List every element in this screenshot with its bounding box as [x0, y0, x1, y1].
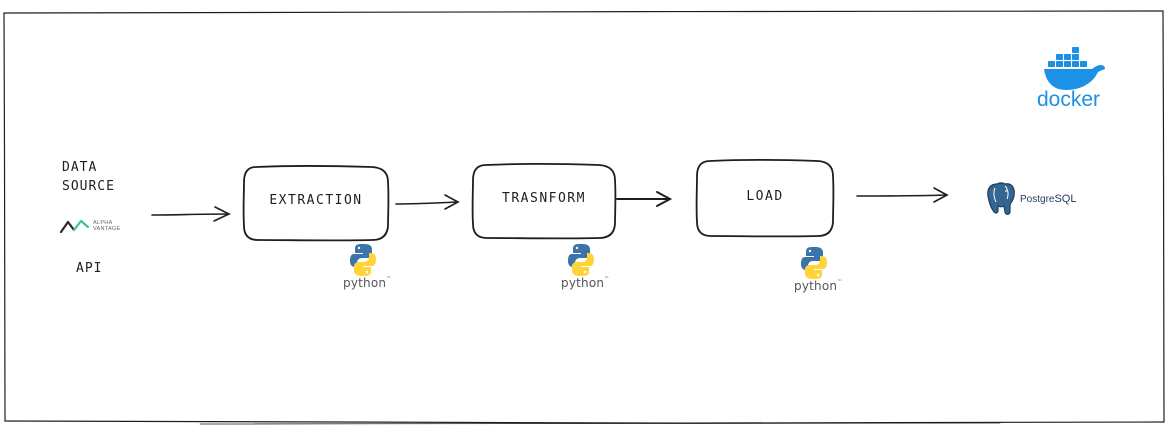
docker-wordmark: docker [1037, 88, 1101, 111]
data-source-line1: DATA [62, 160, 98, 175]
postgresql-wordmark-part2: SQL [1054, 193, 1077, 205]
python-wordmark: python™ [561, 276, 610, 290]
python-wordmark-text: python [794, 279, 838, 293]
alpha-vantage-line2: VANTAGE [93, 226, 121, 232]
stage-box-load [695, 158, 835, 238]
arrow-load-to-postgres [856, 187, 949, 203]
stage-box-extraction [242, 164, 390, 242]
postgresql-wordmark-part1: Postgre [1020, 194, 1055, 205]
python-wordmark-text: python [561, 276, 605, 290]
stage-label-load: LOAD [746, 189, 784, 204]
stage-box-transform [471, 162, 617, 240]
postgresql-elephant-icon [987, 182, 1015, 215]
stage-label-extraction: EXTRACTION [269, 193, 363, 208]
python-logo-icon [568, 244, 594, 276]
postgresql-wordmark: PostgreSQL [1020, 193, 1076, 205]
python-logo-icon [801, 247, 827, 279]
arrow-transform-to-load [616, 191, 673, 207]
arrow-source-to-extraction [151, 206, 231, 222]
alpha-vantage-wordmark: ALPHA VANTAGE [93, 220, 121, 232]
stage-label-transform: TRASNFORM [502, 191, 586, 206]
docker-whale-icon [1044, 47, 1105, 90]
arrow-extraction-to-transform [395, 194, 460, 210]
alpha-vantage-line1: ALPHA [93, 220, 113, 226]
python-logo-icon [350, 244, 376, 276]
data-source-line2: SOURCE [62, 179, 115, 194]
python-wordmark: python™ [794, 279, 843, 293]
python-wordmark: python™ [343, 276, 392, 290]
outer-frame [3, 10, 1165, 425]
alpha-vantage-logo-icon [59, 219, 90, 234]
python-wordmark-text: python [343, 276, 387, 290]
api-label: API [76, 261, 103, 276]
